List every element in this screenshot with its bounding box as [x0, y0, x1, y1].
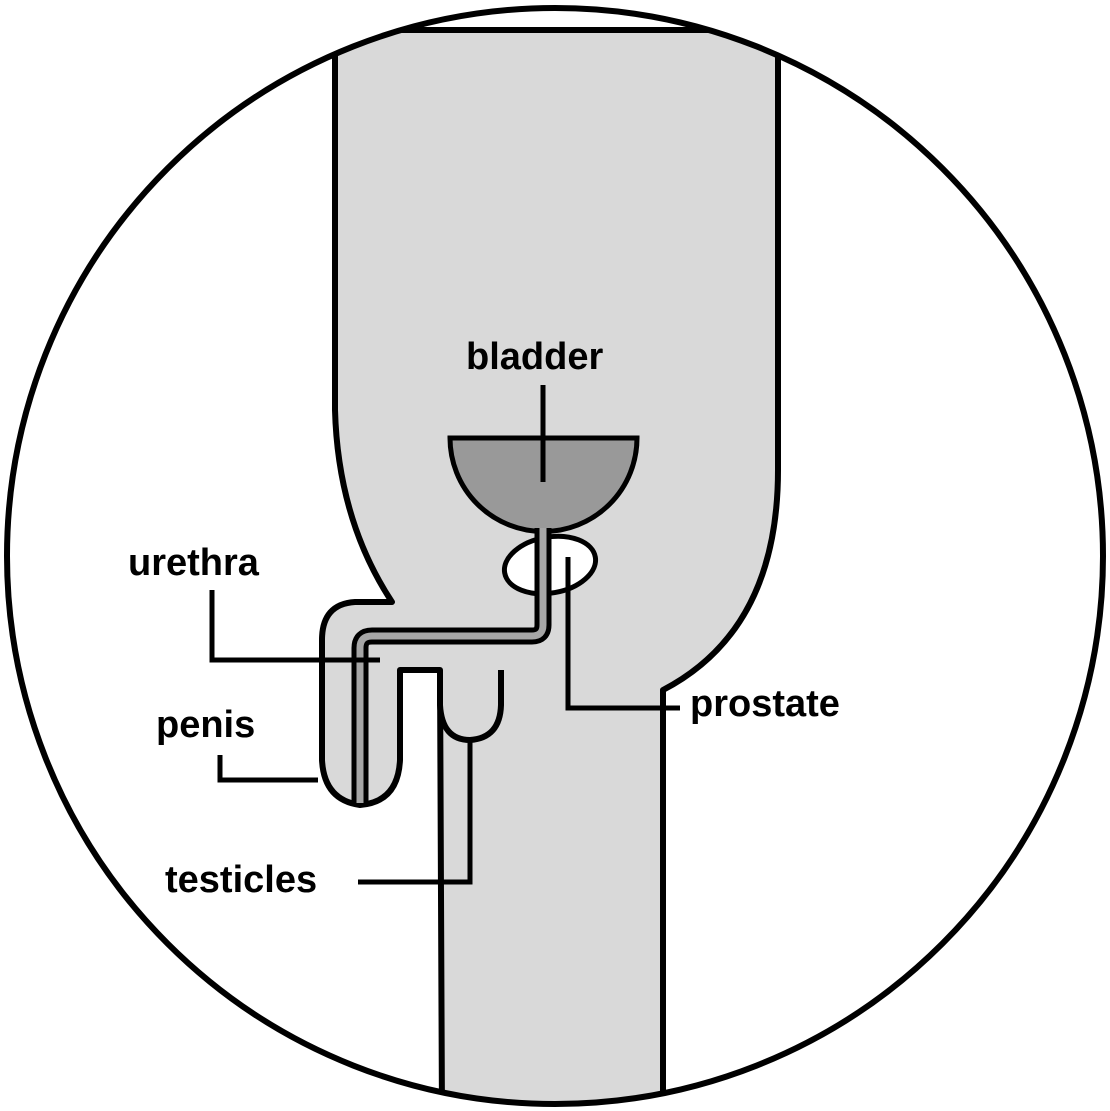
penis-label: penis — [156, 706, 255, 744]
testicles-label: testicles — [165, 861, 317, 899]
penis-leader-line — [220, 755, 318, 780]
bladder-label: bladder — [466, 338, 603, 376]
testicles-shape — [440, 670, 501, 740]
urethra-label: urethra — [128, 544, 259, 582]
prostate-label: prostate — [690, 685, 840, 723]
